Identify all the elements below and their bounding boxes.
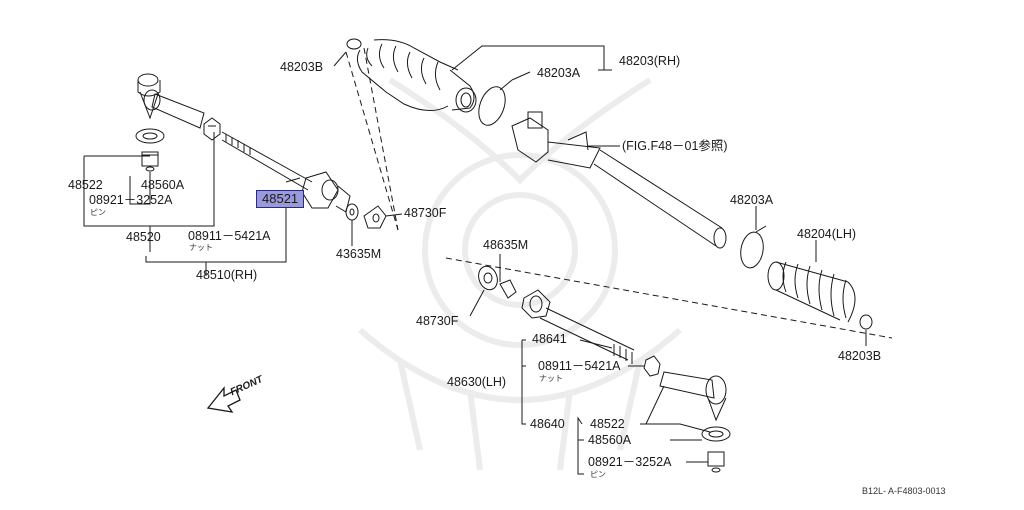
label-nut-lh-kana: ナット [539,374,563,383]
label-assy-rh: 48510(RH) [196,268,258,282]
label-fig-ref: (FIG.F48－01参照) [622,139,728,153]
washer-48635m-lh [499,279,517,299]
label-nut-rh: 08911－5421A [188,229,271,243]
label-48522-lh: 48522 [590,417,625,431]
label-48641: 48641 [532,332,567,346]
clamp-48203a-right [740,225,767,269]
front-arrow-icon [206,386,241,413]
label-43635m: 43635M [336,247,382,261]
inner-rod-48521 [221,131,351,213]
washer-48730f-rh [363,205,387,229]
label-clamp-b-top: 48203B [280,60,324,74]
label-48520: 48520 [126,230,161,244]
label-48730f-lh: 48730F [416,314,459,328]
steering-rack-housing [511,111,727,249]
label-48635m-lh: 48635M [483,238,529,252]
tie-rod-end-lh [659,371,731,473]
samurai-helmet-watermark [358,77,682,471]
steering-boot-lh [767,261,856,323]
label-nut-rh-kana: ナット [189,243,213,252]
label-48730f-rh: 48730F [404,206,447,220]
label-nut-lh: 08911－5421A [538,359,621,373]
lock-nut-rh [203,117,221,141]
highlighted-part-48521[interactable]: 48521 [256,190,305,208]
leader-lines [83,45,893,475]
label-boot-rh: 48203(RH) [619,54,681,68]
label-pin-rh: 08921－3252A [89,193,173,207]
clamp-48203b-top [346,38,362,50]
steering-boot-rh [356,39,477,113]
label-48640: 48640 [530,417,565,431]
label-clamp-a-top: 48203A [537,66,581,80]
clamp-48203a-top [478,79,513,126]
label-pin-lh-kana: ピン [590,470,606,479]
clamp-48203b-bottom [859,314,873,330]
lock-nut-lh [643,355,661,377]
tie-rod-end-rh [135,73,205,172]
label-assy-lh: 48630(LH) [447,375,507,389]
washer-48730f-lh [478,265,498,291]
inner-rod-48641 [521,289,635,364]
label-48560a-rh: 48560A [141,178,185,192]
label-clamp-b-bottom: 48203B [838,349,882,363]
label-pin-rh-kana: ピン [90,208,106,217]
label-pin-lh: 08921－3252A [588,455,672,469]
label-boot-lh: 48204(LH) [797,227,857,241]
label-48522-rh: 48522 [68,178,103,192]
label-clamp-a-right: 48203A [730,193,774,207]
label-48560a-lh: 48560A [588,433,632,447]
washer-43635m-rh [345,203,359,221]
diagram-id: B12L- A-F4803-0013 [862,486,946,496]
